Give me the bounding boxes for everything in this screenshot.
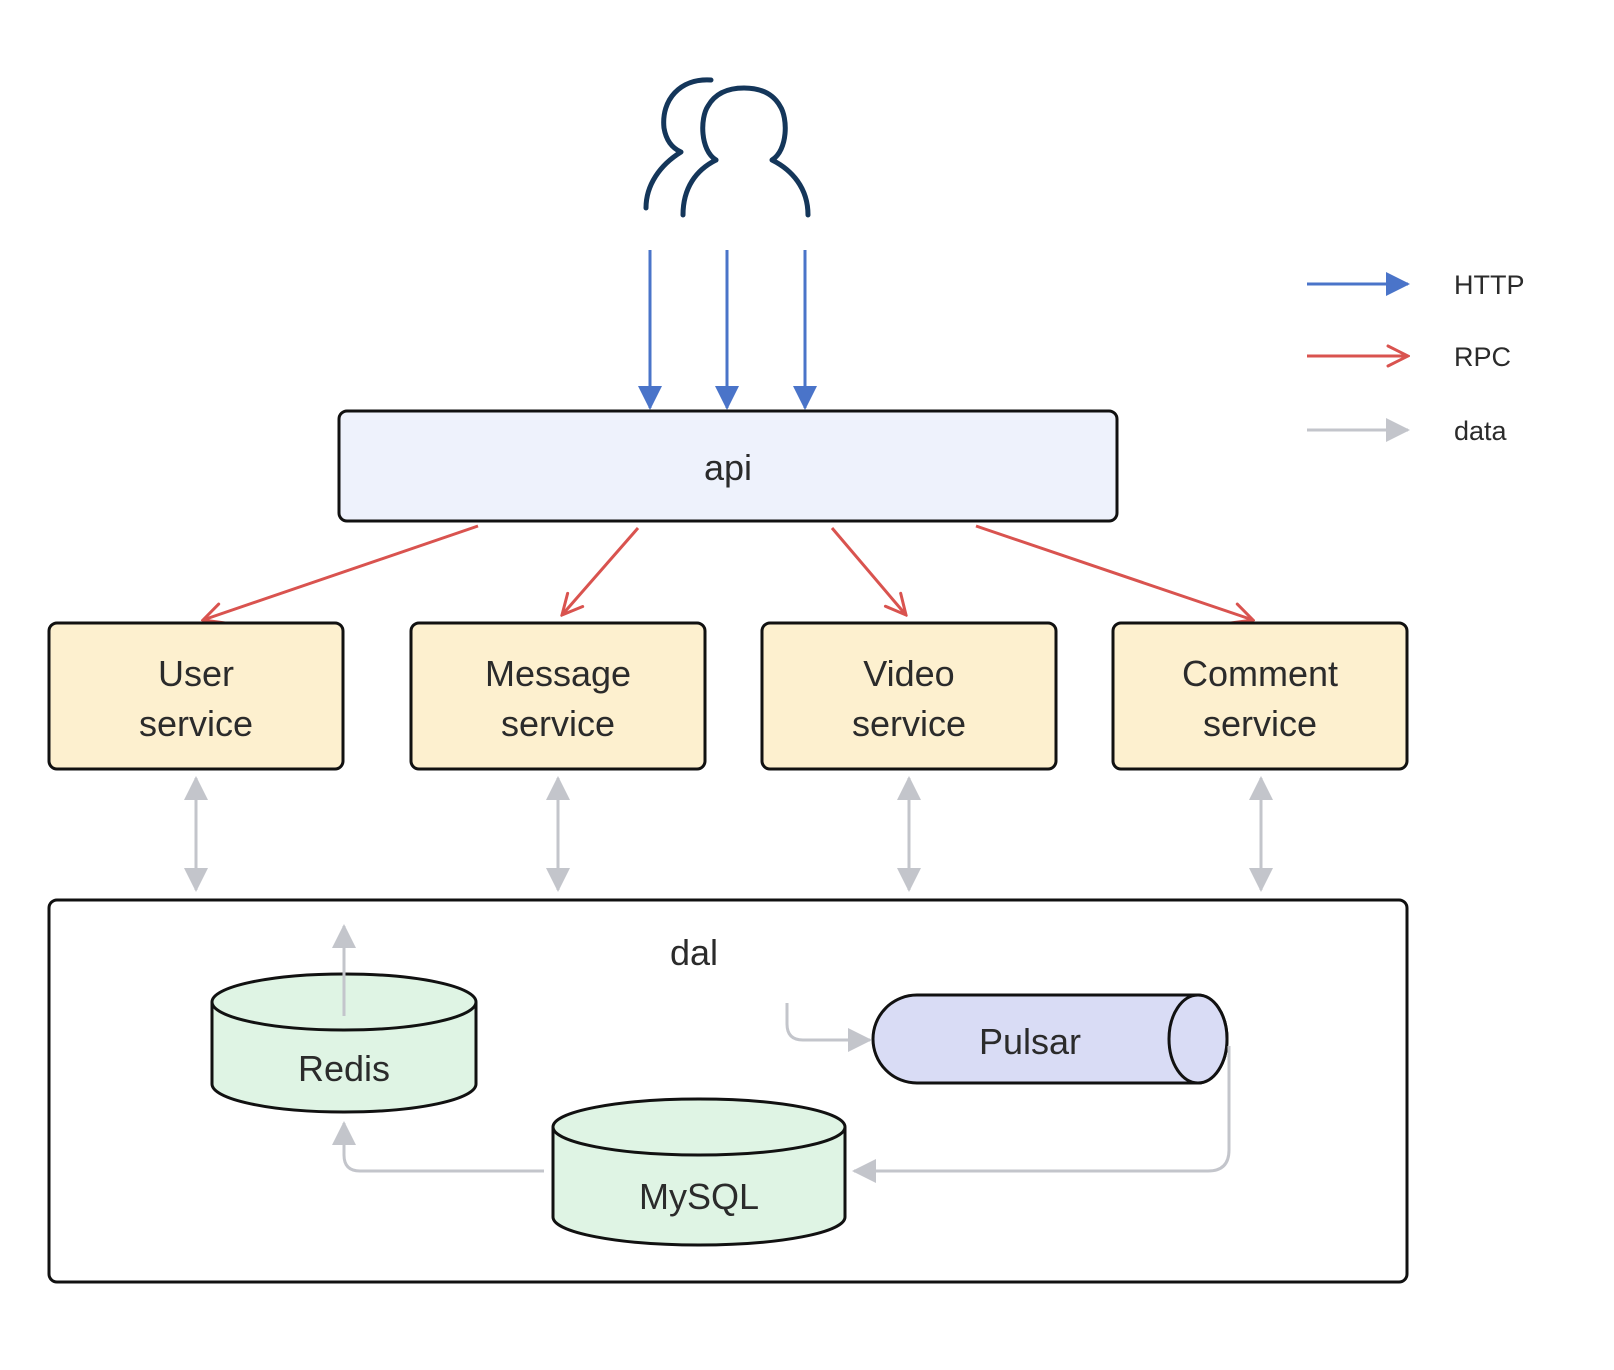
dal-label: dal <box>670 932 718 973</box>
pulsar-label: Pulsar <box>979 1021 1081 1062</box>
users-icon <box>643 77 811 218</box>
user-service-label-2: service <box>139 703 253 744</box>
pulsar-node: Pulsar <box>871 993 1229 1085</box>
legend-rpc-label: RPC <box>1454 342 1511 372</box>
legend: HTTP RPC data <box>1307 270 1525 446</box>
pulsar-to-mysql-arrow <box>852 1046 1231 1183</box>
user-service-label-1: User <box>158 653 234 694</box>
video-service-node: Video service <box>760 621 1058 771</box>
rpc-arrow-message <box>562 527 640 615</box>
rpc-arrow-comment <box>975 524 1253 620</box>
rpc-arrow-user <box>203 524 479 620</box>
comment-service-label-2: service <box>1203 703 1317 744</box>
mysql-node: MySQL <box>551 1097 847 1247</box>
into-pulsar-arrow <box>785 1003 872 1052</box>
message-service-label-2: service <box>501 703 615 744</box>
legend-http-label: HTTP <box>1454 270 1525 300</box>
data-arrows <box>184 776 1273 892</box>
video-service-label-1: Video <box>863 653 954 694</box>
api-node: api <box>337 409 1119 523</box>
mysql-to-redis-arrow <box>332 1121 544 1173</box>
legend-data-label: data <box>1454 416 1508 446</box>
mysql-label: MySQL <box>639 1176 759 1217</box>
comment-service-label-1: Comment <box>1182 653 1338 694</box>
message-service-node: Message service <box>409 621 707 771</box>
rpc-arrow-video <box>830 527 906 615</box>
rpc-arrows <box>203 524 1253 620</box>
message-service-label-1: Message <box>485 653 631 694</box>
api-label: api <box>704 447 752 488</box>
comment-service-node: Comment service <box>1111 621 1409 771</box>
http-arrows <box>638 250 817 410</box>
redis-label: Redis <box>298 1048 390 1089</box>
video-service-label-2: service <box>852 703 966 744</box>
user-service-node: User service <box>47 621 345 771</box>
